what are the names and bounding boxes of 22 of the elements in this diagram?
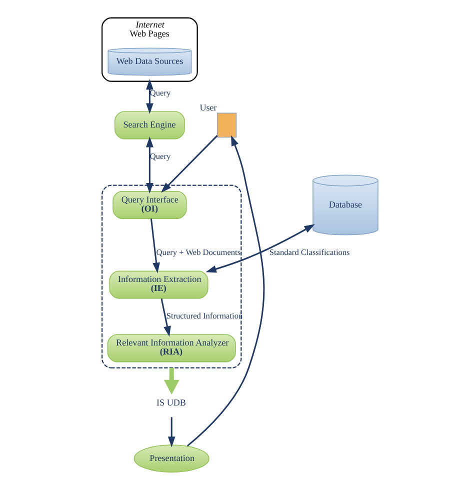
node-box: Relevant Information Analyzer (RIA) [107, 334, 236, 362]
node-box: Query Interface (OI) [112, 190, 187, 219]
node-label: Internet [136, 19, 164, 30]
node-ellipse: Presentation [134, 444, 210, 473]
arrow [168, 417, 176, 448]
node-person [216, 112, 237, 138]
arrow [150, 218, 160, 274]
node-text: IS UDB [156, 398, 186, 408]
node-box: Information Extraction (IE) [109, 270, 208, 299]
arrow [160, 298, 171, 337]
node-label: User [200, 102, 217, 113]
edge-label: Standard Classifications [269, 248, 350, 258]
cluster [102, 184, 242, 368]
arrow [206, 224, 315, 273]
arrow [160, 135, 218, 193]
node-box: Search Engine [114, 111, 185, 140]
arrow [164, 368, 180, 395]
arrow [146, 79, 154, 114]
edge-label: Query + Web Documents [156, 248, 241, 258]
arrow [146, 136, 154, 194]
edge-label: Structured Information [166, 312, 243, 321]
arrow [186, 135, 265, 447]
